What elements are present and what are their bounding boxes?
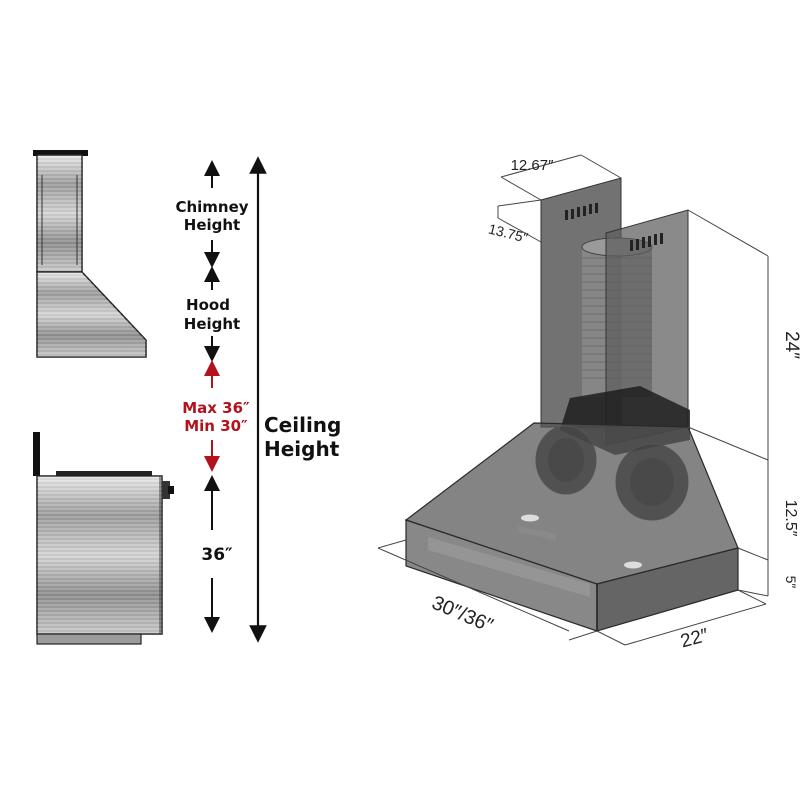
chimney-height-label-line1: Chimney [175, 198, 248, 216]
hood-canopy [404, 422, 739, 632]
clearance-min-label: Min 30″ [184, 417, 248, 435]
hood-depth-dimension: 22″ [678, 625, 711, 653]
chimney-depth-label: 13.75″ [487, 221, 530, 246]
chimney-width-label: 12.67″ [511, 157, 555, 174]
counter-height-label: 36″ [201, 545, 233, 565]
range-side-profile [33, 432, 174, 645]
chimney-vent-slots [565, 203, 663, 251]
clearance-max-label: Max 36″ [182, 399, 250, 417]
vertical-dimension-arrows [204, 156, 267, 643]
hood-lip-dimension: 5″ [783, 576, 799, 589]
hood-height-label-line2: Height [184, 315, 240, 333]
ceiling-height-label-line2: Height [264, 437, 340, 461]
side-view: Chimney Height Hood Height Max 36″ Min 3… [33, 150, 341, 645]
hood-height-dimension: 12.5″ [782, 500, 799, 537]
hood-3d-view: 12.67″ 13.75″ 24″ 12.5″ 5″ 30″/36″ 22″ [377, 154, 802, 653]
hood-side-profile [33, 150, 147, 358]
chimney-height-dimension: 24″ [781, 331, 802, 359]
hood-height-label-line1: Hood [186, 296, 230, 314]
hood-width-dimension: 30″/36″ [428, 592, 496, 637]
hood-dimension-lines [377, 154, 769, 646]
chimney-height-label-line2: Height [184, 216, 240, 234]
ceiling-height-label-line1: Ceiling [264, 413, 341, 437]
